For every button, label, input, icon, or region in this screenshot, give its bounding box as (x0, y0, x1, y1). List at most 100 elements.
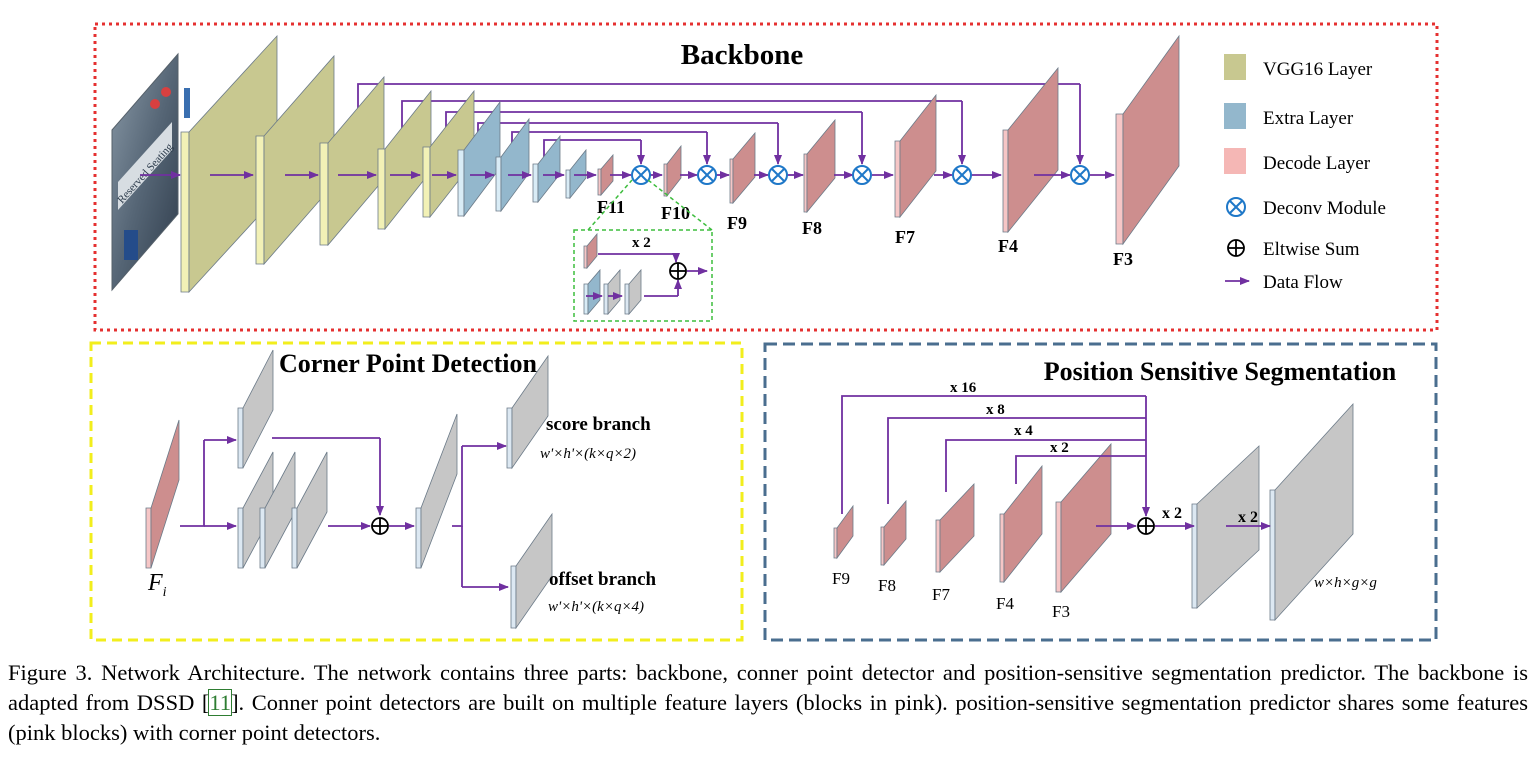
deconv-icon (952, 165, 972, 185)
deconv-icon (1070, 165, 1090, 185)
pss-skip-line (945, 439, 1146, 492)
legend-label-4: Eltwise Sum (1263, 239, 1360, 260)
deconv-icon (852, 165, 872, 185)
legend-swatch-1 (1224, 103, 1246, 129)
corner-point-detection-diagram (145, 349, 553, 630)
deconv-icon (768, 165, 788, 185)
pss-output-block (1269, 402, 1354, 622)
layer-label-f7: F7 (895, 227, 915, 247)
score-branch-block (506, 354, 549, 470)
input-feature-label: Fi (147, 570, 167, 600)
offset-branch-label: offset branch (549, 569, 657, 590)
eltwise-sum-icon (371, 517, 389, 535)
pss-layer-label-f7: F7 (932, 585, 950, 604)
pss-block-f3 (1055, 442, 1112, 594)
extra-layer-2 (495, 117, 530, 213)
pss-upsample-label-2: x 2 (1238, 509, 1258, 526)
decode-layer-f3 (1115, 34, 1180, 246)
layer-label-f4: F4 (998, 236, 1018, 256)
pss-layer-label-f3: F3 (1052, 602, 1070, 621)
pss-block-f9 (833, 504, 854, 560)
branch-conv-block-1 (237, 451, 274, 569)
connector-line (445, 111, 862, 142)
backbone-data-flow (140, 165, 1115, 185)
inset-eltwise-sum-icon (669, 262, 687, 280)
layer-label-f10: F10 (661, 203, 690, 223)
inset-conv-block-3 (624, 268, 642, 316)
extra-layer-1 (457, 100, 501, 218)
deconv-module-detail: x 2 (573, 179, 713, 322)
inset-upsample-label: x 2 (632, 235, 651, 251)
connector-line (357, 83, 1080, 110)
pss-skip-line (841, 395, 1146, 514)
inset-decode-block (583, 232, 598, 270)
backbone-title: Backbone (681, 39, 804, 71)
extra-layer-4 (565, 148, 587, 200)
branch-conv-block-top (237, 349, 274, 469)
pss-scale-label: x 4 (1014, 423, 1033, 439)
decode-layer-f9 (729, 131, 756, 205)
decode-layer-f11 (597, 153, 614, 197)
vgg16-layer-3 (319, 75, 385, 247)
pss-output-formula: w×h×g×g (1314, 575, 1377, 591)
legend-swatch-2 (1224, 148, 1246, 174)
legend-label-3: Deconv Module (1263, 198, 1386, 219)
pss-upsample-block-1 (1191, 445, 1260, 609)
pss-layer-label-f4: F4 (996, 594, 1014, 613)
backbone-layers: Reserved Seating (111, 34, 1180, 294)
extra-layer-3 (532, 134, 561, 204)
branch-conv-block-3 (291, 451, 328, 569)
pss-scale-label: x 2 (1050, 440, 1069, 456)
legend-label-5: Data Flow (1263, 272, 1343, 293)
vgg16-layer-2 (255, 54, 335, 266)
figure-caption: Figure 3. Network Architecture. The netw… (8, 660, 1528, 745)
pss-scale-label: x 8 (986, 402, 1005, 418)
corner-panel (89, 341, 744, 642)
backbone-panel (93, 22, 1439, 332)
pss-layer-label-f8: F8 (878, 576, 896, 595)
score-branch-formula: w'×h'×(k×q×2) (540, 446, 636, 462)
layer-label-f9: F9 (727, 213, 747, 233)
citation-link[interactable]: 11 (208, 689, 233, 716)
pss-block-f8 (880, 499, 907, 567)
deconv-icon (631, 165, 651, 185)
layer-label-f11: F11 (597, 197, 625, 217)
pss-skip-line (887, 417, 1146, 504)
pss-title: Position Sensitive Segmentation (1044, 357, 1397, 386)
connector-line (180, 440, 205, 527)
eltwise-sum-icon (1227, 239, 1245, 257)
legend-label-1: Extra Layer (1263, 108, 1354, 129)
offset-branch-block (510, 512, 553, 630)
layer-label-f8: F8 (802, 218, 822, 238)
legend-label-0: VGG16 Layer (1263, 59, 1373, 80)
pss-panel (763, 342, 1438, 642)
decode-layer-f7 (894, 93, 937, 219)
legend-label-2: Decode Layer (1263, 153, 1371, 174)
offset-branch-formula: w'×h'×(k×q×4) (548, 599, 644, 615)
input-image: Reserved Seating (111, 52, 190, 292)
legend-swatch-0 (1224, 54, 1246, 80)
merged-feature-block (415, 413, 458, 569)
eltwise-sum-icon (1137, 517, 1155, 535)
inset-conv-block-1 (583, 268, 601, 316)
input-feature-block (145, 419, 180, 569)
decode-layer-f4 (1002, 66, 1059, 234)
decode-layer-f10 (663, 144, 682, 198)
network-diagram: Backbone Corner Point Detection Position… (89, 22, 1439, 642)
pss-scale-label: x 16 (950, 380, 977, 396)
inset-conv-block-2 (603, 268, 621, 316)
corner-title: Corner Point Detection (279, 349, 538, 378)
layer-label-f3: F3 (1113, 249, 1133, 269)
connector-line (401, 100, 962, 130)
vgg16-layer-1 (180, 34, 278, 294)
pss-block-f4 (999, 464, 1043, 584)
deconv-icon (697, 165, 717, 185)
vgg16-layer-5 (422, 89, 475, 219)
pss-layer-label-f9: F9 (832, 569, 850, 588)
deconv-icon (1226, 197, 1246, 217)
pss-upsample-label-1: x 2 (1162, 505, 1182, 522)
pss-diagram: x 16 x 8 x 4 x 2 x 2 x 2 F9 F8 F7 F4 F3 (832, 380, 1354, 622)
pss-skip-line (1015, 455, 1146, 484)
